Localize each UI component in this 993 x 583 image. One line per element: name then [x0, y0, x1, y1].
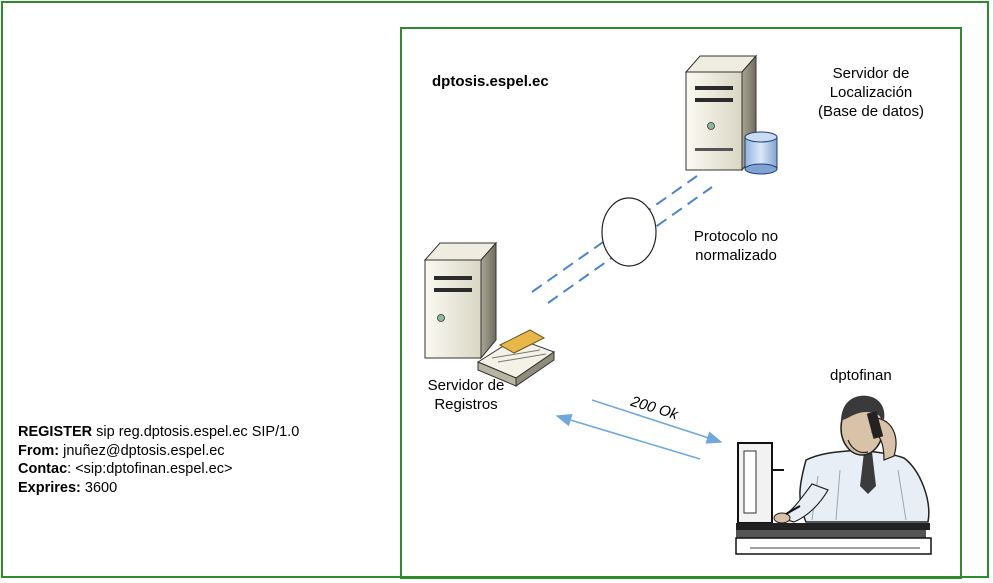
arrow-to-registrar: [555, 414, 701, 460]
registrar-label: Servidor de Registros: [407, 376, 525, 414]
registrar-label-line1: Servidor de: [427, 377, 505, 394]
sip-line-contact-value: : <sip:dptofinan.espel.ec>: [67, 461, 233, 477]
user-label: dptofinan: [830, 367, 892, 384]
database-icon: [744, 131, 778, 175]
registrar-device-icon: [476, 329, 556, 387]
sip-line-register-key: REGISTER: [18, 424, 93, 440]
sip-line-from-key: From:: [18, 442, 60, 459]
arrow-to-user: [591, 399, 723, 444]
location-server-icon: [684, 54, 758, 172]
protocol-label-line2: normalizado: [695, 247, 777, 264]
registrar-label-line2: Registros: [434, 396, 498, 413]
sip-line-from: From: jnuñez@dptosis.espel.ec: [18, 442, 299, 461]
domain-label: dptosis.espel.ec: [432, 73, 549, 90]
location-server-label-line1: Servidor de: [832, 65, 910, 82]
sip-line-expires-key: Exprires:: [18, 479, 81, 496]
network-domain-frame: [400, 27, 962, 579]
protocol-label: Protocolo no normalizado: [666, 227, 806, 265]
sip-register-message: REGISTER sip reg.dptosis.espel.ec SIP/1.…: [18, 423, 299, 497]
sip-line-from-value: jnuñez@dptosis.espel.ec: [59, 442, 225, 459]
user-workstation-icon: [735, 395, 932, 555]
sip-line-register: REGISTER sip reg.dptosis.espel.ec SIP/1.…: [18, 423, 299, 442]
location-server-label-line3: (Base de datos): [818, 103, 924, 120]
registrar-server-icon: [423, 241, 498, 360]
sip-line-register-value: sip reg.dptosis.espel.ec SIP/1.0: [92, 424, 300, 440]
location-server-label: Servidor de Localización (Base de datos): [776, 64, 966, 121]
sip-line-expires-value: 3600: [80, 479, 118, 496]
protocol-ellipse: [601, 197, 657, 267]
location-server-label-line2: Localización: [829, 84, 913, 101]
protocol-label-line1: Protocolo no: [693, 228, 779, 245]
sip-line-contact-key: Contac: [18, 461, 68, 477]
sip-line-contact: Contac: <sip:dptofinan.espel.ec>: [18, 460, 299, 479]
sip-line-expires: Exprires: 3600: [18, 479, 299, 498]
